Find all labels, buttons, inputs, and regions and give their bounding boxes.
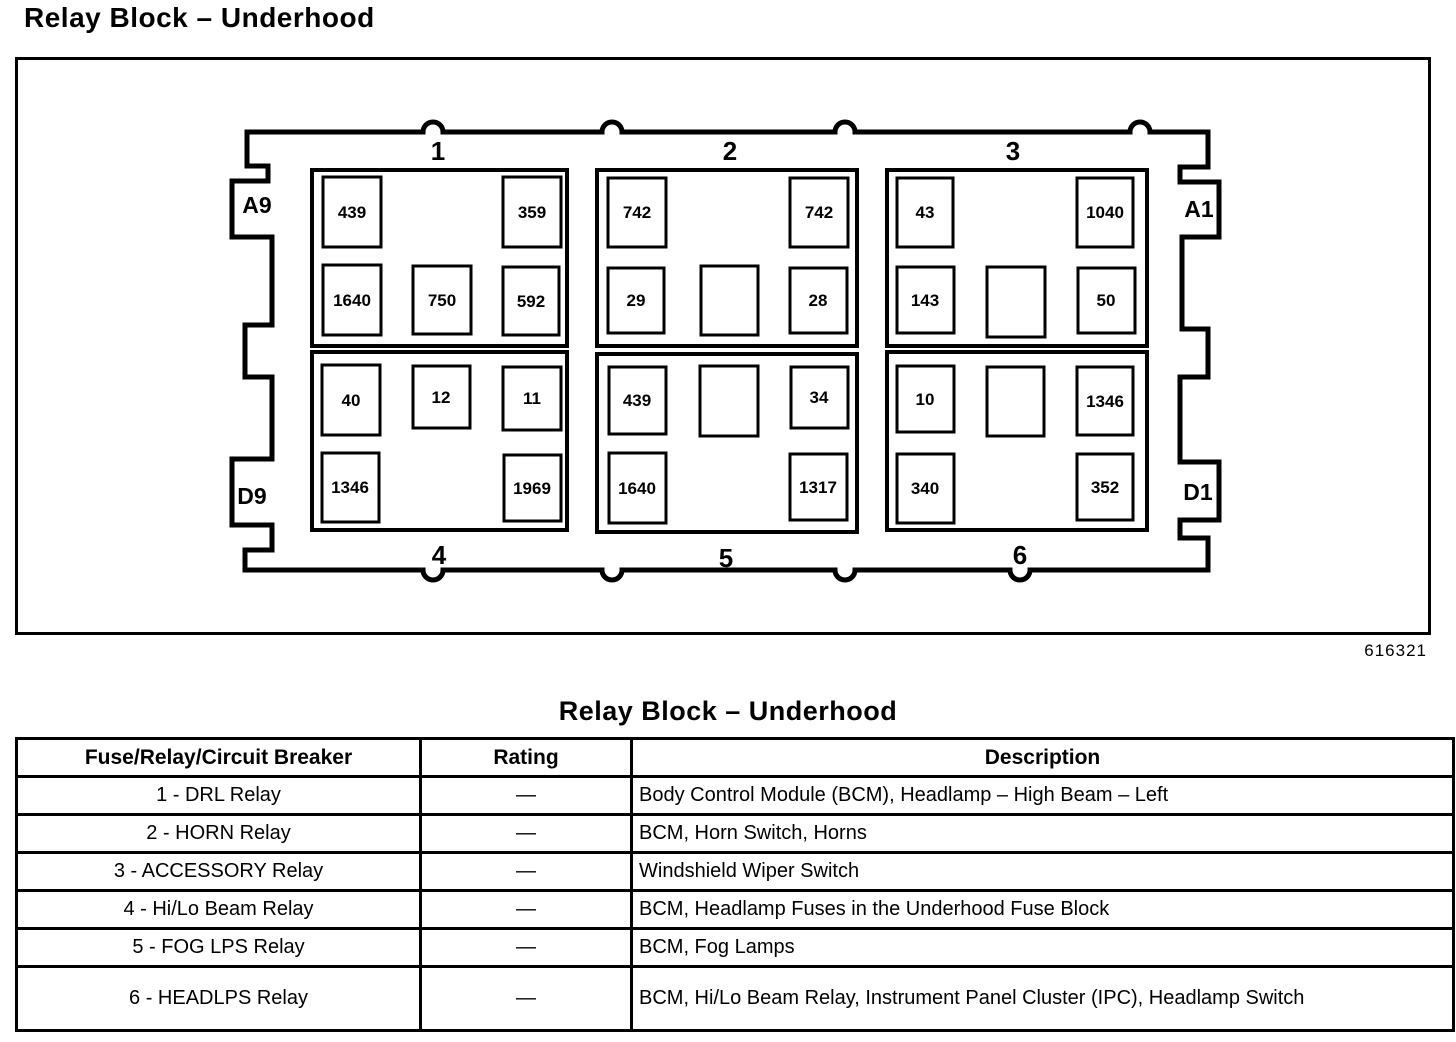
terminal-number: 1346 xyxy=(331,478,369,497)
table-row: 2 - HORN Relay — BCM, Horn Switch, Horns xyxy=(15,813,1455,854)
empty-cavity xyxy=(698,364,760,438)
header-description: Description xyxy=(630,737,1455,778)
relay-name: 1 - DRL Relay xyxy=(15,775,422,816)
table-header-row: Fuse/Relay/Circuit Breaker Rating Descri… xyxy=(15,737,1455,778)
relay-description: BCM, Hi/Lo Beam Relay, Instrument Panel … xyxy=(630,965,1455,1032)
relay-rating: — xyxy=(419,775,633,816)
empty-cavity xyxy=(699,264,760,337)
terminal-number: 750 xyxy=(428,291,456,310)
terminal-number: 34 xyxy=(810,388,829,407)
terminal-number: 1317 xyxy=(799,478,837,497)
relay-block-diagram: A9 A1 D9 D1 1 2 3 4 5 6 439 359 1640 750… xyxy=(229,119,1222,583)
table-row: 1 - DRL Relay — Body Control Module (BCM… xyxy=(15,775,1455,816)
table-title: Relay Block – Underhood xyxy=(558,696,898,726)
relay-description: Windshield Wiper Switch xyxy=(630,851,1455,892)
header-rating: Rating xyxy=(419,737,633,778)
terminal-number: 1640 xyxy=(333,291,371,310)
terminal-number: 143 xyxy=(911,291,939,310)
section-6-label: 6 xyxy=(1013,540,1027,570)
terminal-number: 1969 xyxy=(513,479,551,498)
terminal-number: 40 xyxy=(342,391,361,410)
figure-number: 616321 xyxy=(1364,641,1427,660)
relay-name: 3 - ACCESSORY Relay xyxy=(15,851,422,892)
corner-label-d1: D1 xyxy=(1183,479,1213,505)
relay-section-3: 43 1040 143 50 xyxy=(885,168,1149,348)
relay-rating: — xyxy=(419,851,633,892)
relay-block-outline xyxy=(229,119,1222,583)
relay-section-6: 10 1346 340 352 xyxy=(885,350,1149,532)
table-row: 6 - HEADLPS Relay — BCM, Hi/Lo Beam Rela… xyxy=(15,965,1455,1032)
terminal-number: 592 xyxy=(517,292,545,311)
relay-name: 6 - HEADLPS Relay xyxy=(15,965,422,1032)
section-3-label: 3 xyxy=(1006,136,1020,166)
terminal-number: 28 xyxy=(809,291,828,310)
relay-description: BCM, Horn Switch, Horns xyxy=(630,813,1455,854)
relay-rating: — xyxy=(419,965,633,1032)
terminal-number: 12 xyxy=(432,388,451,407)
terminal-number: 359 xyxy=(518,203,546,222)
terminal-number: 1640 xyxy=(618,479,656,498)
terminal-number: 439 xyxy=(338,203,366,222)
corner-label-d9: D9 xyxy=(237,483,266,509)
corner-label-a9: A9 xyxy=(242,192,271,218)
terminal-number: 742 xyxy=(623,203,651,222)
table-row: 3 - ACCESSORY Relay — Windshield Wiper S… xyxy=(15,851,1455,892)
relay-rating: — xyxy=(419,813,633,854)
section-2-label: 2 xyxy=(723,136,737,166)
header-fuse-relay-circuit-breaker: Fuse/Relay/Circuit Breaker xyxy=(15,737,422,778)
relay-section-2: 742 742 29 28 xyxy=(595,168,859,348)
terminal-number: 29 xyxy=(627,291,646,310)
relay-rating: — xyxy=(419,889,633,930)
terminal-number: 352 xyxy=(1091,478,1119,497)
terminal-number: 742 xyxy=(805,203,833,222)
terminal-number: 1346 xyxy=(1086,392,1124,411)
relay-section-1: 439 359 1640 750 592 xyxy=(310,168,569,348)
terminal-number: 340 xyxy=(911,479,939,498)
table-row: 4 - Hi/Lo Beam Relay — BCM, Headlamp Fus… xyxy=(15,889,1455,930)
relay-table: Fuse/Relay/Circuit Breaker Rating Descri… xyxy=(15,737,1455,1032)
empty-cavity xyxy=(985,365,1046,438)
terminal-number: 439 xyxy=(623,391,651,410)
page-title: Relay Block – Underhood xyxy=(24,2,375,33)
terminal-number: 50 xyxy=(1097,291,1116,310)
terminal-number: 10 xyxy=(916,390,935,409)
empty-cavity xyxy=(985,265,1047,339)
relay-description: BCM, Fog Lamps xyxy=(630,927,1455,968)
corner-label-a1: A1 xyxy=(1184,196,1214,222)
relay-section-5: 439 34 1640 1317 xyxy=(595,352,859,534)
relay-name: 2 - HORN Relay xyxy=(15,813,422,854)
relay-section-4: 40 12 11 1346 1969 xyxy=(310,350,569,532)
relay-rating: — xyxy=(419,927,633,968)
relay-description: Body Control Module (BCM), Headlamp – Hi… xyxy=(630,775,1455,816)
relay-name: 5 - FOG LPS Relay xyxy=(15,927,422,968)
section-5-label: 5 xyxy=(719,543,733,573)
terminal-number: 43 xyxy=(916,203,935,222)
relay-name: 4 - Hi/Lo Beam Relay xyxy=(15,889,422,930)
section-1-label: 1 xyxy=(431,136,445,166)
section-4-label: 4 xyxy=(432,540,447,570)
terminal-number: 1040 xyxy=(1086,203,1124,222)
terminal-number: 11 xyxy=(523,389,541,408)
relay-description: BCM, Headlamp Fuses in the Underhood Fus… xyxy=(630,889,1455,930)
table-row: 5 - FOG LPS Relay — BCM, Fog Lamps xyxy=(15,927,1455,968)
relay-block-figure: A9 A1 D9 D1 1 2 3 4 5 6 439 359 1640 750… xyxy=(15,57,1431,635)
